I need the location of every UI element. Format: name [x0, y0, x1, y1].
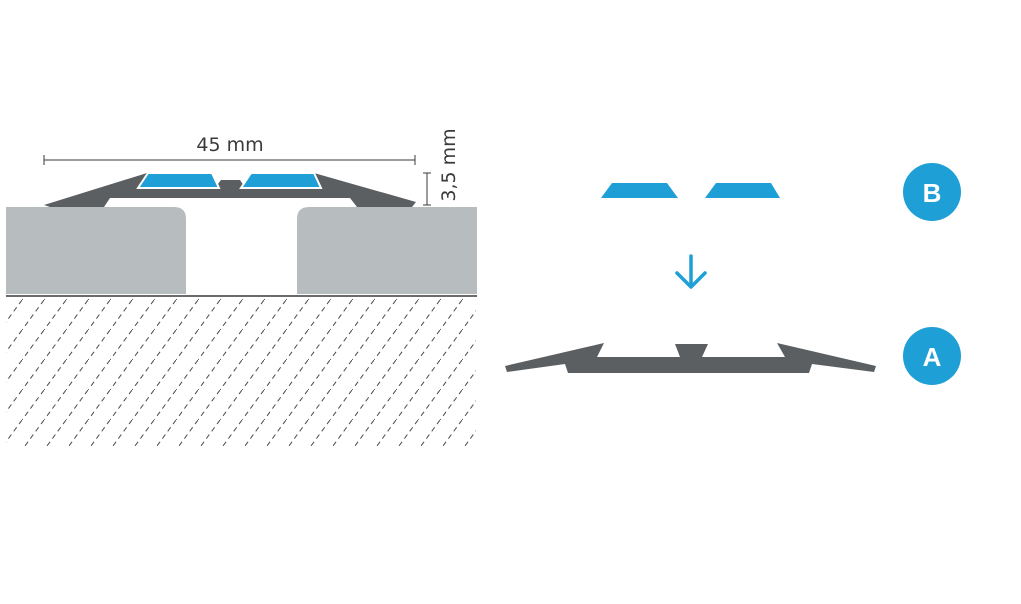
insert-strip-left — [601, 183, 678, 198]
badge-insert-label: B — [923, 178, 942, 208]
exploded-assembly: B A — [505, 163, 961, 385]
subfloor-hatch — [6, 297, 476, 447]
insert-strip-right — [705, 183, 780, 198]
width-dimension-label: 45 mm — [196, 134, 263, 156]
badge-insert: B — [903, 163, 961, 221]
floor-panel-left — [6, 207, 186, 294]
base-profile — [505, 343, 876, 373]
badge-profile: A — [903, 327, 961, 385]
height-dimension: 3,5 mm — [423, 128, 460, 206]
arrow-down-icon — [675, 254, 707, 289]
floor-panel-right — [297, 207, 477, 294]
installed-profile — [44, 173, 416, 207]
installed-section: 45 mm 3,5 mm — [6, 128, 477, 447]
installed-insert-right — [239, 172, 323, 189]
installed-insert-left — [136, 172, 221, 189]
badge-profile-label: A — [923, 342, 942, 372]
height-dimension-label: 3,5 mm — [438, 128, 460, 201]
width-dimension: 45 mm — [43, 134, 416, 165]
